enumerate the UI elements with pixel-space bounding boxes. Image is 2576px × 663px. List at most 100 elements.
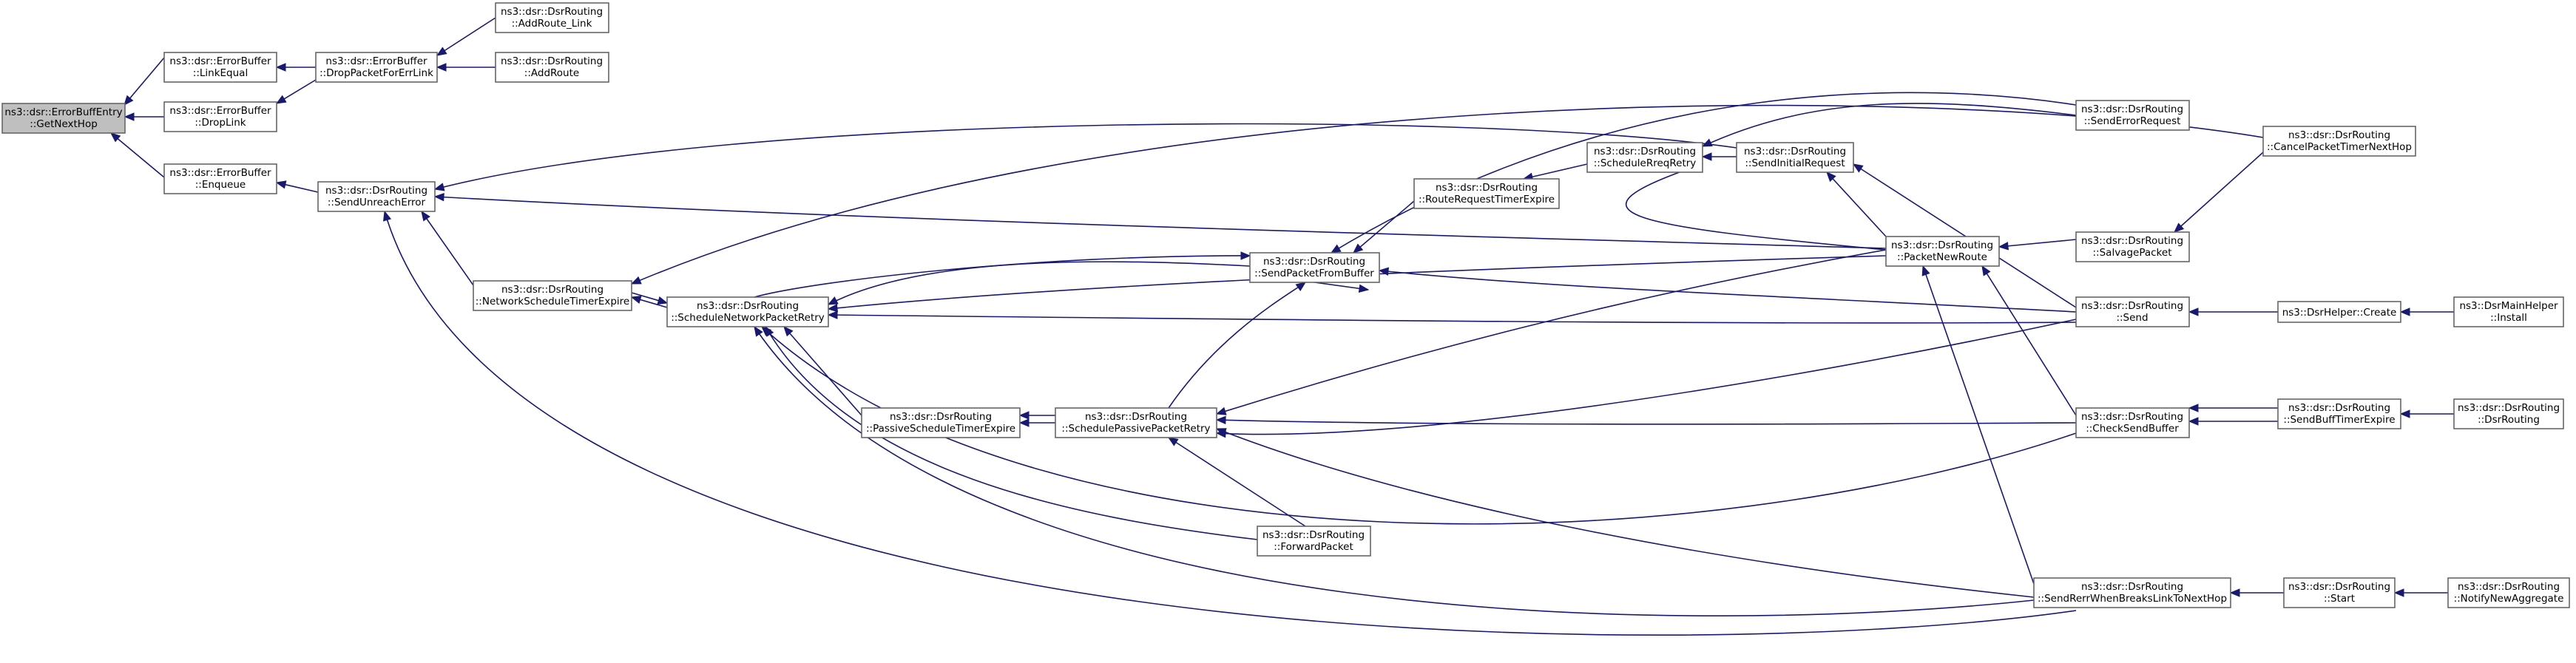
node-label-line2: ::DropLink [195, 117, 246, 129]
node-label-line2: ::SendUnreachError [328, 197, 426, 208]
call-edge [124, 57, 165, 106]
node-dsrrouting-addroute[interactable]: ns3::dsr::DsrRouting ::AddRoute [495, 52, 609, 83]
node-dsrrouting-sendunreacherror[interactable]: ns3::dsr::DsrRouting ::SendUnreachError [317, 181, 436, 212]
call-edge [436, 17, 496, 56]
node-label-line1: ns3::dsr::DsrRouting [1594, 146, 1696, 157]
call-edge [1378, 267, 2077, 313]
node-label-line2: ::CheckSendBuffer [2086, 423, 2179, 435]
node-dsrrouting-schedulenetworkpacketretry[interactable]: ns3::dsr::DsrRouting ::ScheduleNetworkPa… [666, 296, 829, 327]
arrowhead-icon [1701, 152, 1712, 161]
arrowhead-icon [783, 326, 794, 337]
arrowhead-icon [1215, 429, 1226, 438]
arrowhead-icon [1701, 138, 1713, 147]
node-dsrrouting-sendpacketfrombuffer[interactable]: ns3::dsr::DsrRouting ::SendPacketFromBuf… [1249, 252, 1380, 283]
node-dsrrouting-forwardpacket[interactable]: ns3::dsr::DsrRouting ::ForwardPacket [1257, 526, 1371, 557]
node-dsrmainhelper-install[interactable]: ns3::DsrMainHelper ::Install [2453, 296, 2564, 327]
node-label-line1: ns3::dsr::DsrRouting [2288, 129, 2390, 141]
node-label-line1: ns3::DsrMainHelper [2459, 300, 2558, 312]
node-errorbuffer-enqueue[interactable]: ns3::dsr::ErrorBuffer ::Enqueue [163, 163, 277, 194]
arrowhead-icon [1018, 418, 1030, 427]
node-dsrrouting-sendinitialrequest[interactable]: ns3::dsr::DsrRouting ::SendInitialReques… [1736, 142, 1854, 173]
node-label-line1: ns3::dsr::DsrRouting [501, 284, 604, 296]
node-dsrrouting-packetnewroute[interactable]: ns3::dsr::DsrRouting ::PacketNewRoute [1885, 236, 2000, 267]
node-dsrrouting-sendrerrwhenbreakslinktonexthop[interactable]: ns3::dsr::DsrRouting ::SendRerrWhenBreak… [2033, 577, 2231, 608]
node-label-line2: ::Start [2324, 593, 2355, 605]
node-dsrrouting-sendbufftimerexpire[interactable]: ns3::dsr::DsrRouting ::SendBuffTimerExpi… [2277, 398, 2401, 429]
node-label-line1: ns3::dsr::DsrRouting [2288, 581, 2390, 593]
node-errorbuffer-droplink[interactable]: ns3::dsr::ErrorBuffer ::DropLink [163, 101, 277, 132]
node-errorbuffer-linkequal[interactable]: ns3::dsr::ErrorBuffer ::LinkEqual [163, 52, 277, 83]
node-dsrrouting-networkscheduletimerexpire[interactable]: ns3::dsr::DsrRouting ::NetworkScheduleTi… [473, 280, 632, 311]
node-label-line2: ::Send [2116, 312, 2148, 324]
arrowhead-icon [2393, 588, 2404, 597]
node-dsrrouting-passivescheduletimerexpire[interactable]: ns3::dsr::DsrRouting ::PassiveScheduleTi… [861, 407, 1021, 438]
arrowhead-icon [1215, 415, 1226, 425]
call-edge [1353, 200, 1415, 254]
node-dsrrouting-start[interactable]: ns3::dsr::DsrRouting ::Start [2283, 577, 2396, 608]
call-edge [1625, 163, 1887, 251]
node-dsrrouting-routerequesttimerexpire[interactable]: ns3::dsr::DsrRouting ::RouteRequestTimer… [1413, 178, 1560, 209]
arrowhead-icon [1921, 265, 1930, 276]
call-edge-line [434, 196, 1887, 249]
node-label-line1: ns3::dsr::DsrRouting [2288, 402, 2390, 414]
node-label-line2: ::SendBuffTimerExpire [2283, 414, 2395, 426]
node-label-line1: ns3::dsr::ErrorBuffer [325, 55, 427, 67]
call-edge-line [1168, 282, 1306, 409]
arrowhead-icon [827, 296, 839, 305]
arrowhead-icon [1240, 251, 1251, 260]
arrowhead-icon [2188, 307, 2199, 316]
node-dsrrouting-salvagepacket[interactable]: ns3::dsr::DsrRouting ::SalvagePacket [2075, 231, 2190, 262]
node-label-line2: ::SalvagePacket [2093, 247, 2172, 259]
node-label-line1: ns3::dsr::DsrRouting [1891, 239, 1993, 251]
call-edge [754, 325, 2035, 616]
arrowhead-icon [124, 112, 135, 121]
node-dsrrouting-addroute-link[interactable]: ns3::dsr::DsrRouting ::AddRoute_Link [495, 2, 609, 33]
call-edge-line [1981, 265, 2077, 416]
arrowhead-icon [2188, 404, 2199, 412]
call-edge [783, 326, 862, 416]
node-errorbuffentry-getnexthop[interactable]: ns3::dsr::ErrorBuffEntry ::GetNextHop [1, 103, 126, 134]
arrowhead-icon [436, 47, 447, 56]
call-edge [1522, 163, 1588, 181]
call-edge [421, 210, 474, 286]
call-edge-line [384, 211, 2077, 636]
node-dsrrouting-schedulepassivepacketretry[interactable]: ns3::dsr::DsrRouting ::SchedulePassivePa… [1055, 407, 1217, 438]
node-label-line1: ns3::dsr::DsrRouting [2081, 300, 2183, 312]
node-label-line1: ns3::dsr::DsrRouting [890, 411, 992, 423]
node-label-line1: ns3::dsr::DsrRouting [2081, 103, 2183, 115]
call-edge [1215, 249, 1887, 415]
node-label-line2: ::Enqueue [195, 179, 246, 191]
arrowhead-icon [630, 295, 642, 305]
call-edge-line [1216, 428, 2035, 598]
node-dsrrouting-dsrrouting[interactable]: ns3::dsr::DsrRouting ::DsrRouting [2453, 398, 2564, 429]
arrowhead-icon [2399, 409, 2410, 418]
node-label-line2: ::AddRoute_Link [512, 18, 592, 30]
node-label-line1: ns3::dsr::DsrRouting [2458, 581, 2560, 593]
node-label-line1: ns3::dsr::DsrRouting [2081, 235, 2183, 247]
node-dsrhelper-create[interactable]: ns3::DsrHelper::Create [2277, 301, 2401, 323]
node-dsrrouting-notifynewaggregate[interactable]: ns3::dsr::DsrRouting ::NotifyNewAggregat… [2447, 577, 2570, 608]
node-label-line2: ::SendErrorRequest [2084, 115, 2181, 127]
arrowhead-icon [630, 276, 642, 285]
arrowhead-icon [275, 180, 287, 189]
node-label-line2: ::SchedulePassivePacketRetry [1061, 423, 1210, 435]
call-edge-line [436, 17, 496, 56]
node-label-line1: ns3::dsr::DsrRouting [501, 55, 603, 67]
node-dsrrouting-checksendbuffer[interactable]: ns3::dsr::DsrRouting ::CheckSendBuffer [2075, 407, 2190, 438]
call-edge-line [1826, 171, 1887, 237]
node-dsrrouting-senderrorrequest[interactable]: ns3::dsr::DsrRouting ::SendErrorRequest [2075, 100, 2190, 131]
arrowhead-icon [1167, 437, 1179, 446]
arrowhead-icon [124, 95, 134, 106]
call-edge-line [2174, 152, 2264, 233]
call-edge [630, 295, 668, 308]
arrowhead-icon [2399, 307, 2410, 316]
node-dsrrouting-schedulerreqretry[interactable]: ns3::dsr::DsrRouting ::ScheduleRreqRetry [1586, 142, 1703, 173]
arrowhead-icon [827, 310, 838, 319]
node-errorbuffer-droppacketforerrlink[interactable]: ns3::dsr::ErrorBuffer ::DropPacketForErr… [315, 52, 438, 83]
node-dsrrouting-send[interactable]: ns3::dsr::DsrRouting ::Send [2075, 296, 2190, 327]
node-label-line1: ns3::dsr::DsrRouting [2081, 411, 2183, 423]
call-edge [1215, 428, 2035, 598]
node-dsrrouting-cancelpackettimernexthop[interactable]: ns3::dsr::DsrRouting ::CancelPacketTimer… [2262, 126, 2416, 157]
call-edge-line [1353, 200, 1415, 254]
node-label-line2: ::PassiveScheduleTimerExpire [866, 423, 1015, 435]
